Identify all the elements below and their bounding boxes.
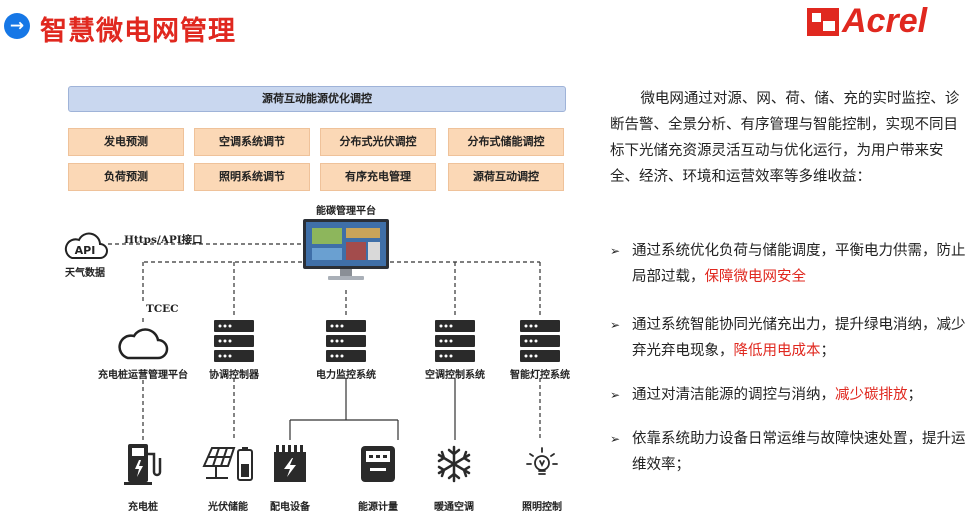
grid-cell: 空调系统调节 bbox=[194, 128, 310, 156]
weather-data-label: 天气数据 bbox=[65, 268, 105, 279]
benefit-bullet: ➢ 通过系统智能协同光储充出力，提升绿电消纳，减少弃光弃电现象，降低用电成本； bbox=[610, 312, 970, 364]
grid-cell: 源荷互动调控 bbox=[448, 163, 564, 191]
charging-pile-icon bbox=[124, 444, 162, 485]
device-label-charging-pile: 充电桩 bbox=[128, 502, 158, 513]
bullet-arrow-icon: ➢ bbox=[610, 388, 621, 402]
benefit-bullet: ➢ 通过系统优化负荷与储能调度，平衡电力供需，防止局部过载，保障微电网安全 bbox=[610, 238, 970, 290]
bullet-highlight: 减少碳排放 bbox=[835, 387, 908, 403]
system-label-charging-platform: 充电桩运营管理平台 bbox=[98, 370, 188, 381]
brand-logo: Acrel bbox=[842, 2, 928, 40]
server-icon bbox=[435, 320, 475, 362]
system-label-ac-control: 空调控制系统 bbox=[425, 370, 485, 381]
api-interface-label: Https/API接口 bbox=[124, 234, 203, 246]
bullet-text: 通过对清洁能源的调控与消纳， bbox=[632, 387, 835, 403]
server-icon bbox=[326, 320, 366, 362]
bullet-arrow-icon: ➢ bbox=[610, 244, 621, 258]
api-cloud-icon: API bbox=[64, 232, 108, 259]
arrow-right-icon: → bbox=[4, 13, 30, 39]
bullet-text: 通过系统优化负荷与储能调度，平衡电力供需，防止局部过载， bbox=[632, 243, 966, 285]
tcec-label: TCEC bbox=[146, 303, 179, 315]
grid-cell: 有序充电管理 bbox=[320, 163, 436, 191]
system-label-lighting-control: 智能灯控系统 bbox=[510, 370, 570, 381]
bullet-text: 通过系统智能协同光储充出力，提升绿电消纳，减少弃光弃电现象， bbox=[632, 317, 966, 359]
bullet-text: 依靠系统助力设备日常运维与故障快速处置，提升运维效率； bbox=[632, 431, 966, 473]
server-icon bbox=[214, 320, 254, 362]
bullet-highlight: 保障微电网安全 bbox=[704, 269, 807, 285]
device-label-energy-meter: 能源计量 bbox=[358, 502, 398, 513]
device-label-pv-storage: 光伏储能 bbox=[208, 502, 248, 513]
grid-cell: 照明系统调节 bbox=[194, 163, 310, 191]
optimization-top-bar: 源荷互动能源优化调控 bbox=[68, 86, 566, 112]
device-label-distribution: 配电设备 bbox=[270, 502, 310, 513]
bullet-arrow-icon: ➢ bbox=[610, 318, 621, 332]
energy-meter-icon bbox=[361, 446, 395, 482]
bullet-tail: ； bbox=[820, 343, 836, 359]
device-label-hvac: 暖通空调 bbox=[434, 502, 474, 513]
system-label-coordinator: 协调控制器 bbox=[209, 370, 259, 381]
grid-cell: 负荷预测 bbox=[68, 163, 184, 191]
snowflake-icon bbox=[437, 445, 471, 483]
cloud-icon bbox=[118, 328, 169, 360]
distribution-equipment-icon bbox=[274, 445, 306, 482]
bullet-highlight: 降低用电成本 bbox=[733, 343, 821, 359]
device-label-lighting: 照明控制 bbox=[522, 502, 562, 513]
monitor-icon bbox=[303, 219, 389, 280]
bullet-tail: ； bbox=[907, 387, 923, 403]
benefit-bullet: ➢ 依靠系统助力设备日常运维与故障快速处置，提升运维效率； bbox=[610, 426, 970, 478]
grid-cell: 分布式光伏调控 bbox=[320, 128, 436, 156]
platform-label: 能碳管理平台 bbox=[316, 206, 376, 217]
diagram-connectors bbox=[108, 243, 541, 440]
system-label-power-monitoring: 电力监控系统 bbox=[316, 370, 376, 381]
intro-paragraph: 微电网通过对源、网、荷、储、充的实时监控、诊断告警、全景分析、有序管理与智能控制… bbox=[610, 91, 960, 185]
light-bulb-icon bbox=[526, 447, 558, 475]
grid-cell: 发电预测 bbox=[68, 128, 184, 156]
api-badge: API bbox=[75, 244, 96, 257]
page-title: 智慧微电网管理 bbox=[40, 16, 236, 47]
acrel-logo-icon bbox=[807, 8, 839, 36]
benefit-bullet: ➢ 通过对清洁能源的调控与消纳，减少碳排放； bbox=[610, 382, 970, 408]
bullet-arrow-icon: ➢ bbox=[610, 432, 621, 446]
pv-storage-icon bbox=[202, 447, 253, 481]
server-icon bbox=[520, 320, 560, 362]
grid-cell: 分布式储能调控 bbox=[448, 128, 564, 156]
